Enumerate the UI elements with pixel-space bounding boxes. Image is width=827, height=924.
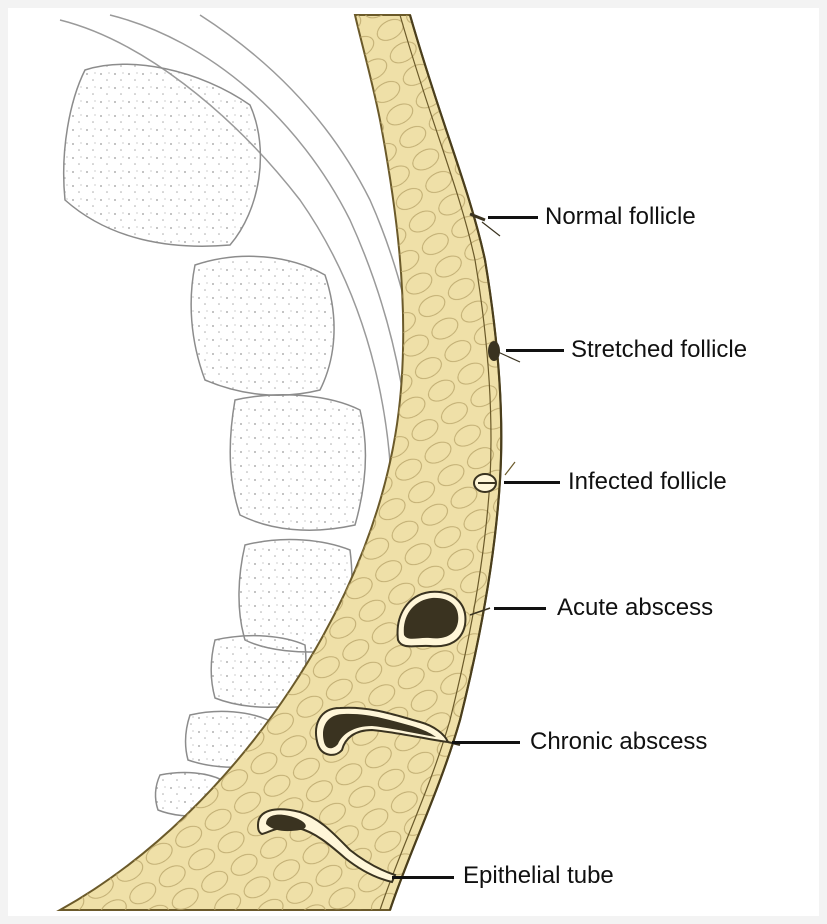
leader-infected-follicle bbox=[504, 481, 560, 484]
label-normal-follicle: Normal follicle bbox=[545, 203, 696, 231]
label-infected-follicle: Infected follicle bbox=[568, 468, 727, 496]
leader-epithelial-tube bbox=[392, 876, 454, 879]
leader-chronic-abscess bbox=[452, 741, 520, 744]
label-chronic-abscess: Chronic abscess bbox=[530, 728, 707, 756]
leader-normal-follicle bbox=[488, 216, 538, 219]
label-acute-abscess: Acute abscess bbox=[557, 594, 713, 622]
label-stretched-follicle: Stretched follicle bbox=[571, 336, 747, 364]
leader-stretched-follicle bbox=[506, 349, 564, 352]
leader-acute-abscess bbox=[494, 607, 546, 610]
label-epithelial-tube: Epithelial tube bbox=[463, 862, 614, 890]
